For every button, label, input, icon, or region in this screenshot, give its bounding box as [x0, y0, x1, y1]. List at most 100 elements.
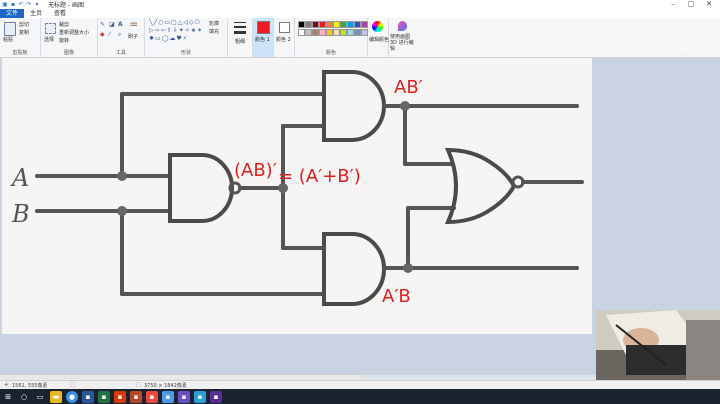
junction-b	[117, 206, 127, 216]
palette-swatch[interactable]	[319, 21, 326, 28]
label-demorgan: = (A′+B′)	[278, 166, 361, 187]
app-icon-7[interactable]: ▪	[178, 390, 190, 403]
shapes-row-1[interactable]: ╲╱○▭▢△◁◇⬠	[149, 19, 201, 26]
task-view-icon[interactable]: ▭	[36, 392, 44, 401]
copy-button[interactable]: 复制	[19, 30, 30, 36]
palette-swatch[interactable]	[312, 29, 319, 36]
input-a-label: A	[10, 164, 29, 192]
palette-swatch[interactable]	[340, 29, 347, 36]
horizontal-scrollbar[interactable]	[0, 374, 360, 381]
outline-dropdown[interactable]: 轮廓	[209, 21, 220, 27]
palette-swatch[interactable]	[354, 29, 361, 36]
paste-icon[interactable]	[4, 22, 16, 36]
select-icon[interactable]	[45, 23, 56, 34]
tab-view[interactable]: 查看	[54, 10, 67, 17]
color2-label: 颜色 2	[276, 37, 291, 43]
title-bar: ▣ ▪ ↶ ↷ ▾ 无标题 - 画图 – ▢ ✕	[0, 0, 720, 9]
palette-swatch[interactable]	[347, 21, 354, 28]
size-line-thick	[234, 31, 246, 34]
palette-swatch[interactable]	[305, 21, 312, 28]
palette-swatch[interactable]	[298, 21, 305, 28]
app-icon-4[interactable]: ▪	[130, 390, 142, 403]
tab-file[interactable]: 文件	[0, 9, 25, 18]
colors-group: 颜色	[295, 18, 368, 57]
palette-swatch[interactable]	[340, 21, 347, 28]
search-icon[interactable]: ○	[20, 392, 28, 401]
palette-swatch[interactable]	[333, 21, 340, 28]
edit-colors-button[interactable]: 编辑颜色	[369, 37, 390, 43]
color-picker-icon[interactable]: ⁄	[109, 31, 111, 38]
palette-swatch[interactable]	[361, 21, 368, 28]
canvas-size: 3750 × 1842像素	[144, 383, 187, 389]
canvas-size-icon: ⬚	[136, 382, 141, 388]
color2-selector[interactable]: 颜色 2	[274, 18, 295, 57]
brushes-button[interactable]: 刷子	[128, 34, 139, 40]
palette-swatch[interactable]	[347, 29, 354, 36]
color1-selector[interactable]: 颜色 1	[253, 18, 274, 57]
palette-swatch[interactable]	[354, 21, 361, 28]
palette-swatch[interactable]	[326, 21, 333, 28]
save-icon[interactable]: ▪	[10, 0, 16, 8]
clipboard-group-label: 剪贴板	[12, 50, 28, 56]
palette-swatch[interactable]	[298, 29, 305, 36]
app-icon-1[interactable]: ▪	[82, 390, 94, 403]
app-icon-2[interactable]: ▪	[98, 390, 110, 403]
palette-swatch[interactable]	[319, 29, 326, 36]
eraser-icon[interactable]: ◆	[100, 31, 105, 38]
select-button[interactable]: 选择	[44, 37, 55, 43]
tab-home[interactable]: 主页	[30, 10, 43, 17]
app-icon-9[interactable]: ▪	[210, 390, 222, 403]
rotate-button[interactable]: 旋转	[59, 38, 70, 44]
undo-icon[interactable]: ↶	[18, 0, 24, 8]
edit-colors-group: 编辑颜色	[368, 18, 389, 57]
shapes-group-label: 形状	[180, 50, 191, 56]
junction-a	[117, 171, 127, 181]
file-explorer-icon[interactable]: ▬	[50, 390, 62, 403]
paint3d-group: 使用画图 3D 进行编辑	[389, 18, 417, 57]
app-icon-8[interactable]: ▪	[194, 390, 206, 403]
junction-top	[400, 101, 410, 111]
paste-button[interactable]: 粘贴	[3, 37, 14, 43]
edit-colors-icon[interactable]	[372, 21, 383, 32]
magnifier-icon[interactable]: ⌕	[118, 31, 122, 38]
minimize-button[interactable]: –	[671, 0, 675, 8]
shapes-row-2[interactable]: ▷⇨⇦⇧⇩✦✧★✶	[149, 27, 204, 34]
dropdown-icon[interactable]: ▾	[35, 0, 39, 8]
text-icon[interactable]: A	[118, 21, 123, 28]
start-icon[interactable]: ⊞	[5, 392, 11, 401]
fill-icon[interactable]: ◪	[109, 21, 115, 28]
palette-swatch[interactable]	[333, 29, 340, 36]
app-icon-5[interactable]: ▪	[146, 390, 158, 403]
maximize-button[interactable]: ▢	[687, 0, 695, 8]
paint3d-icon[interactable]	[398, 21, 407, 31]
and-gate-bottom	[322, 232, 386, 306]
drawing-canvas[interactable]: A B AB′ (AB)′ = (A′+B′) A′B	[2, 58, 592, 334]
brushes-icon[interactable]: ♒	[129, 20, 138, 31]
cut-button[interactable]: 剪切	[19, 22, 30, 28]
shapes-row-3[interactable]: ✸▭◯☁♥⚡	[149, 35, 189, 42]
selection-icon: ⬚	[70, 382, 75, 388]
tools-group-label: 工具	[115, 50, 126, 56]
status-bar: ✛ 1561, 555像素 ⬚ ⬚ 3750 × 1842像素	[0, 380, 720, 390]
fill-dropdown[interactable]: 填充	[209, 29, 220, 35]
app-icon-3[interactable]: ▪	[114, 390, 126, 403]
resize-button[interactable]: 重新调整大小	[59, 30, 90, 36]
palette-swatch[interactable]	[312, 21, 319, 28]
nor-gate	[444, 147, 517, 225]
size-button[interactable]: 粗细	[235, 39, 246, 45]
pencil-icon[interactable]: ✎	[100, 21, 106, 28]
shapes-group: ╲╱○▭▢△◁◇⬠ ▷⇨⇦⇧⇩✦✧★✶ ✸▭◯☁♥⚡ 轮廓 填充 形状	[145, 18, 228, 57]
palette-swatch[interactable]	[305, 29, 312, 36]
junction-bottom	[403, 263, 413, 273]
paint3d-button[interactable]: 使用画图 3D 进行编辑	[390, 34, 414, 52]
webcam-overlay	[596, 310, 720, 382]
input-b-label: B	[11, 200, 30, 228]
palette-swatch[interactable]	[326, 29, 333, 36]
app-icon-6[interactable]: ▪	[162, 390, 174, 403]
redo-icon[interactable]: ↷	[26, 0, 32, 8]
chrome-icon[interactable]: ●	[66, 390, 78, 403]
video-watermark: ▢ ▢ ▢ 3/7/2021	[662, 36, 702, 68]
close-button[interactable]: ✕	[706, 0, 712, 8]
crop-button[interactable]: 裁剪	[59, 22, 70, 28]
palette-swatch[interactable]	[361, 29, 368, 36]
